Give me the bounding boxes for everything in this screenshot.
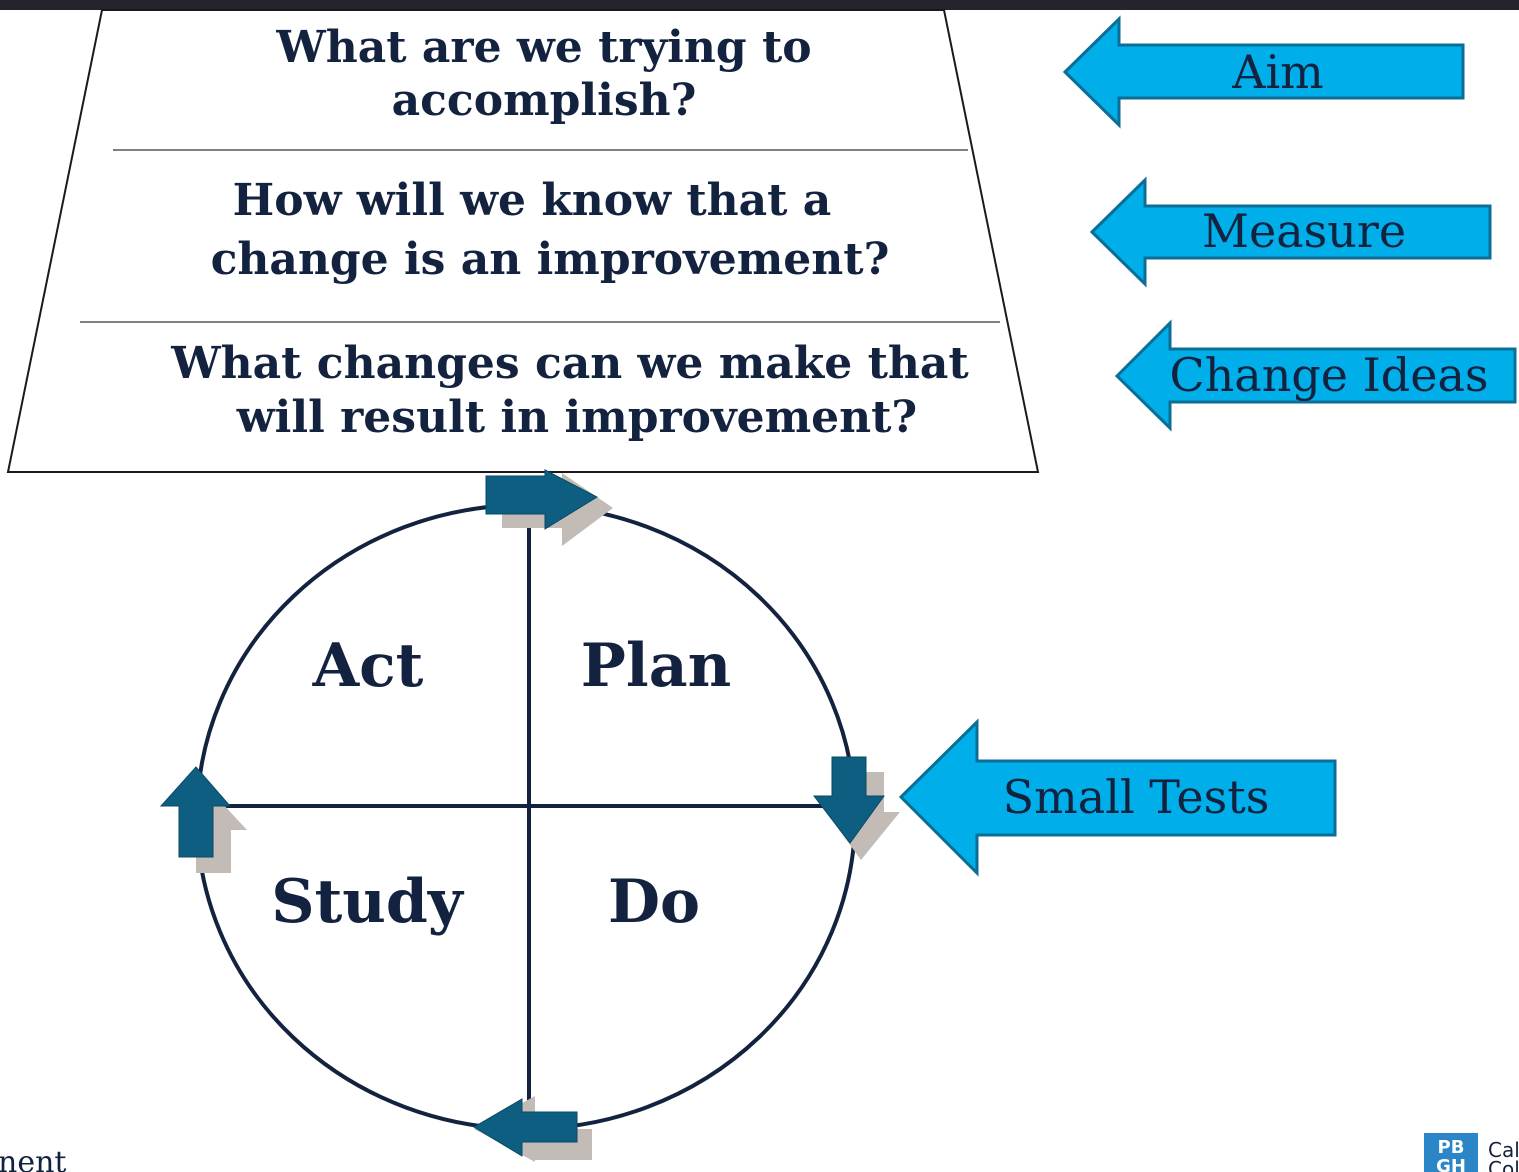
measure-question-line-1: How will we know that a [233, 175, 832, 226]
do-label: Do [608, 867, 700, 937]
cycle-arrow-right [812, 756, 900, 860]
top-bar [0, 0, 1519, 10]
change-question-line-1: What changes can we make that [170, 338, 969, 389]
logo-text-top: Cal [1488, 1138, 1519, 1162]
logo-letters-top: PB [1438, 1137, 1465, 1158]
logo-badge [1424, 1133, 1478, 1172]
footer-logo: PB GH Cal Col [1424, 1133, 1519, 1172]
cycle-arrow-top [485, 469, 613, 546]
change-ideas-callout-arrow: Change Ideas [1114, 319, 1517, 432]
plan-label: Plan [581, 631, 731, 701]
small-tests-label: Small Tests [1003, 770, 1270, 824]
footer-left-text-fragment: nent [0, 1145, 66, 1172]
aim-question-line-1: What are we trying to [275, 22, 811, 73]
trapezoid-outline [6, 9, 1040, 473]
logo-letters-bottom: GH [1436, 1156, 1466, 1172]
small-tests-callout-arrow: Small Tests [898, 718, 1337, 877]
logo-text-bottom: Col [1488, 1157, 1519, 1172]
measure-question-line-2: change is an improvement? [211, 234, 890, 285]
measure-callout-arrow: Measure [1089, 176, 1492, 288]
questions-trapezoid: What are we trying to accomplish? How wi… [6, 9, 1040, 473]
aim-label: Aim [1231, 45, 1324, 99]
change-ideas-label: Change Ideas [1169, 348, 1488, 402]
cycle-arrow-bottom [473, 1096, 592, 1162]
measure-label: Measure [1202, 204, 1406, 258]
change-question-line-2: will result in improvement? [236, 392, 917, 443]
cycle-circle [195, 503, 857, 1131]
aim-question-line-2: accomplish? [392, 75, 697, 126]
aim-callout-arrow: Aim [1062, 15, 1465, 129]
act-label: Act [312, 631, 424, 701]
study-label: Study [271, 867, 465, 937]
pdsa-cycle: Act Plan Study Do [159, 469, 900, 1162]
cycle-arrow-left [159, 766, 247, 873]
